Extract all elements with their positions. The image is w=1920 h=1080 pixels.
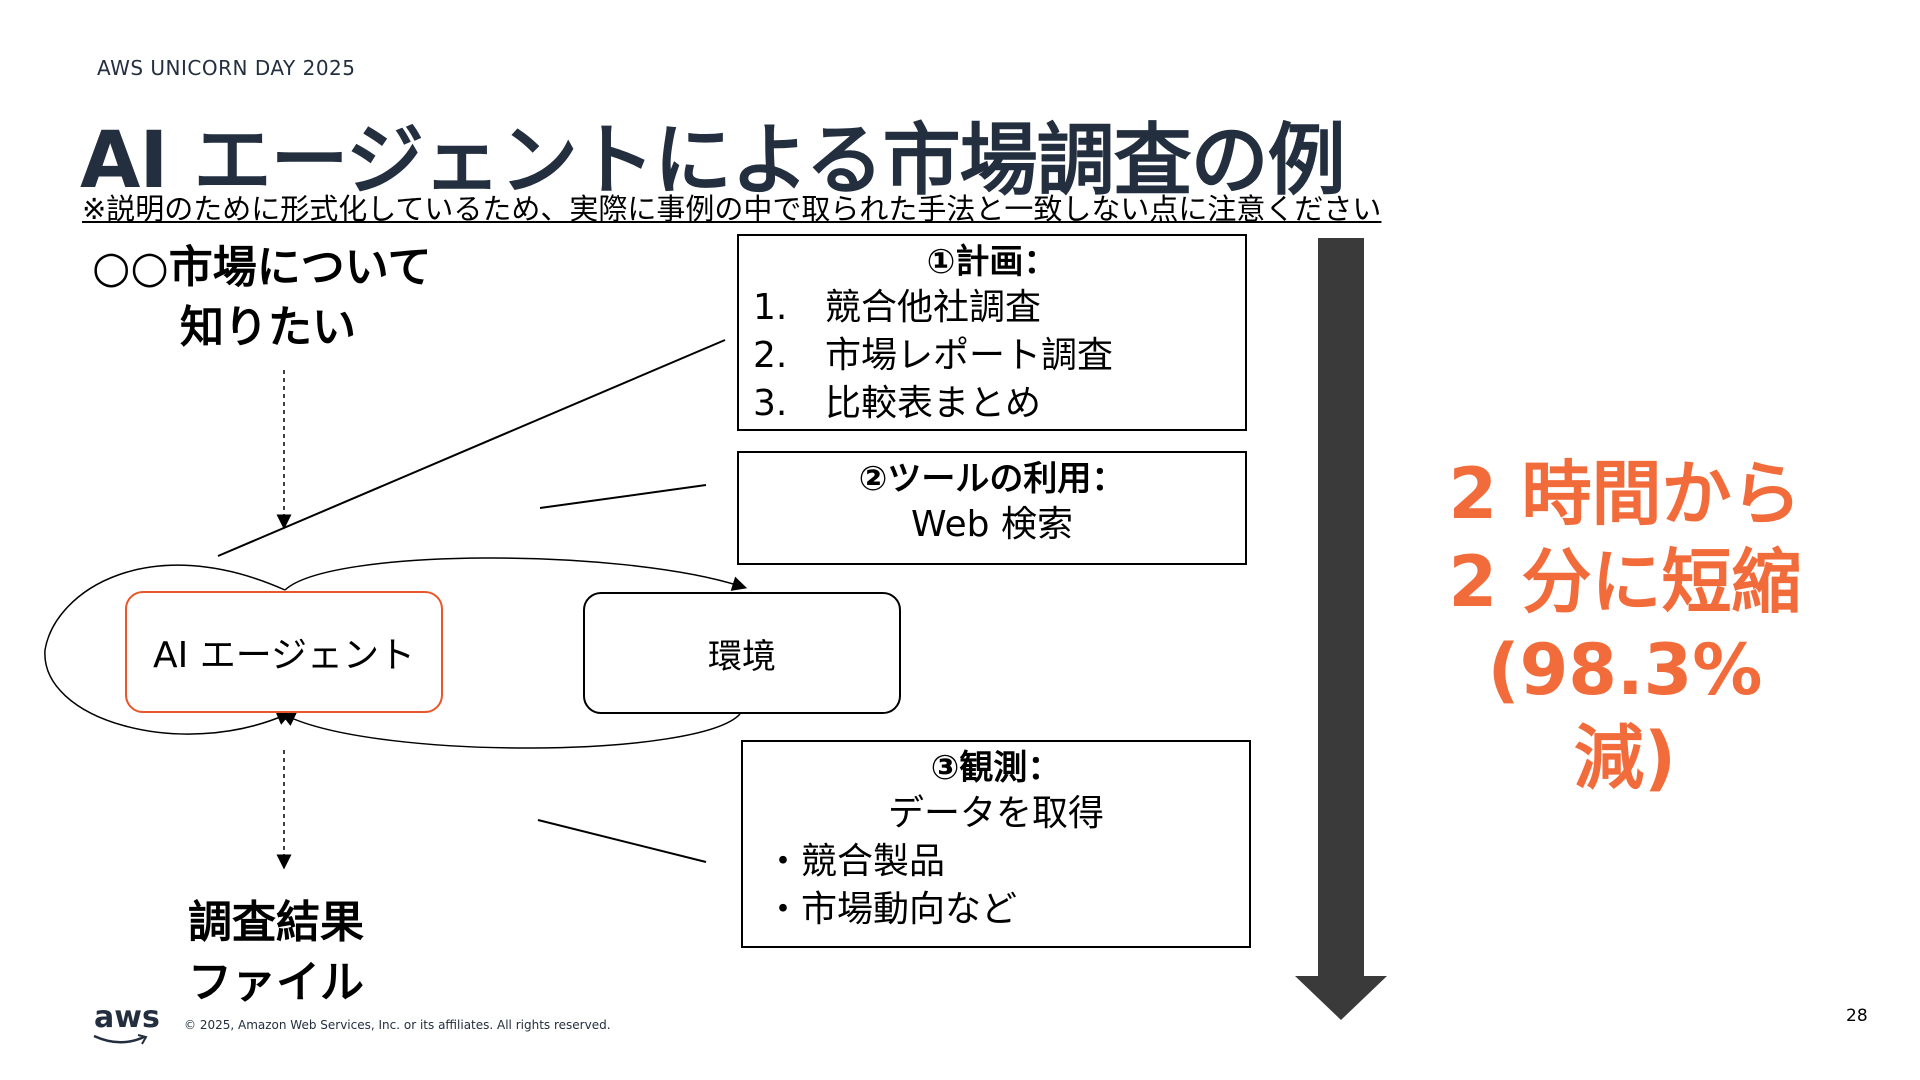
event-label: AWS UNICORN DAY 2025: [97, 56, 356, 80]
aws-smile-icon: [93, 1034, 148, 1045]
input-label: ○○市場について 知りたい: [92, 242, 432, 353]
disclaimer-note: ※説明のために形式化しているため、実際に事例の中で取られた手法と一致しない点に注…: [82, 192, 1382, 226]
plan-item: 2. 市場レポート調査: [753, 335, 1114, 376]
output-label: 調査結果 ファイル: [188, 897, 364, 1008]
time-arrow-head: [1295, 976, 1387, 1020]
env-to-agent-arrow: [280, 712, 741, 749]
aws-logo: aws: [93, 1000, 160, 1045]
tool-text: Web 検索: [911, 504, 1073, 545]
environment-label: 環境: [708, 636, 776, 677]
time-arrow-shaft: [1318, 238, 1364, 978]
observe-box: ③観測： データを取得 ・競合製品 ・市場動向など: [741, 740, 1251, 948]
callout-line-observe: [537, 819, 707, 863]
agent-loop: [44, 564, 292, 735]
page-number: 28: [1846, 1006, 1868, 1026]
copyright-text: © 2025, Amazon Web Services, Inc. or its…: [184, 1018, 611, 1032]
plan-item: 1. 競合他社調査: [753, 287, 1042, 328]
agent-to-env-arrow: [284, 557, 748, 591]
agent-box: AI エージェント: [125, 591, 443, 713]
observe-item: ・競合製品: [765, 841, 946, 882]
slide-title: AI エージェントによる市場調査の例: [80, 116, 1346, 206]
plan-item: 3. 比較表まとめ: [753, 383, 1042, 424]
plan-title: ①計画：: [926, 242, 1058, 282]
result-text: 2 時間から 2 分に短縮 (98.3% 減): [1448, 453, 1802, 799]
tool-box: ②ツールの利用： Web 検索: [737, 451, 1247, 565]
observe-title: ③観測：: [930, 748, 1062, 788]
callout-line-plan: [217, 339, 726, 557]
observe-text: データを取得: [887, 793, 1104, 834]
agent-label: AI エージェント: [153, 635, 415, 676]
tool-title: ②ツールの利用：: [858, 459, 1126, 499]
plan-box: ①計画： 1. 競合他社調査 2. 市場レポート調査 3. 比較表まとめ: [737, 234, 1247, 431]
callout-line-tool: [539, 484, 707, 509]
environment-box: 環境: [583, 592, 901, 714]
observe-item: ・市場動向など: [765, 889, 1018, 930]
